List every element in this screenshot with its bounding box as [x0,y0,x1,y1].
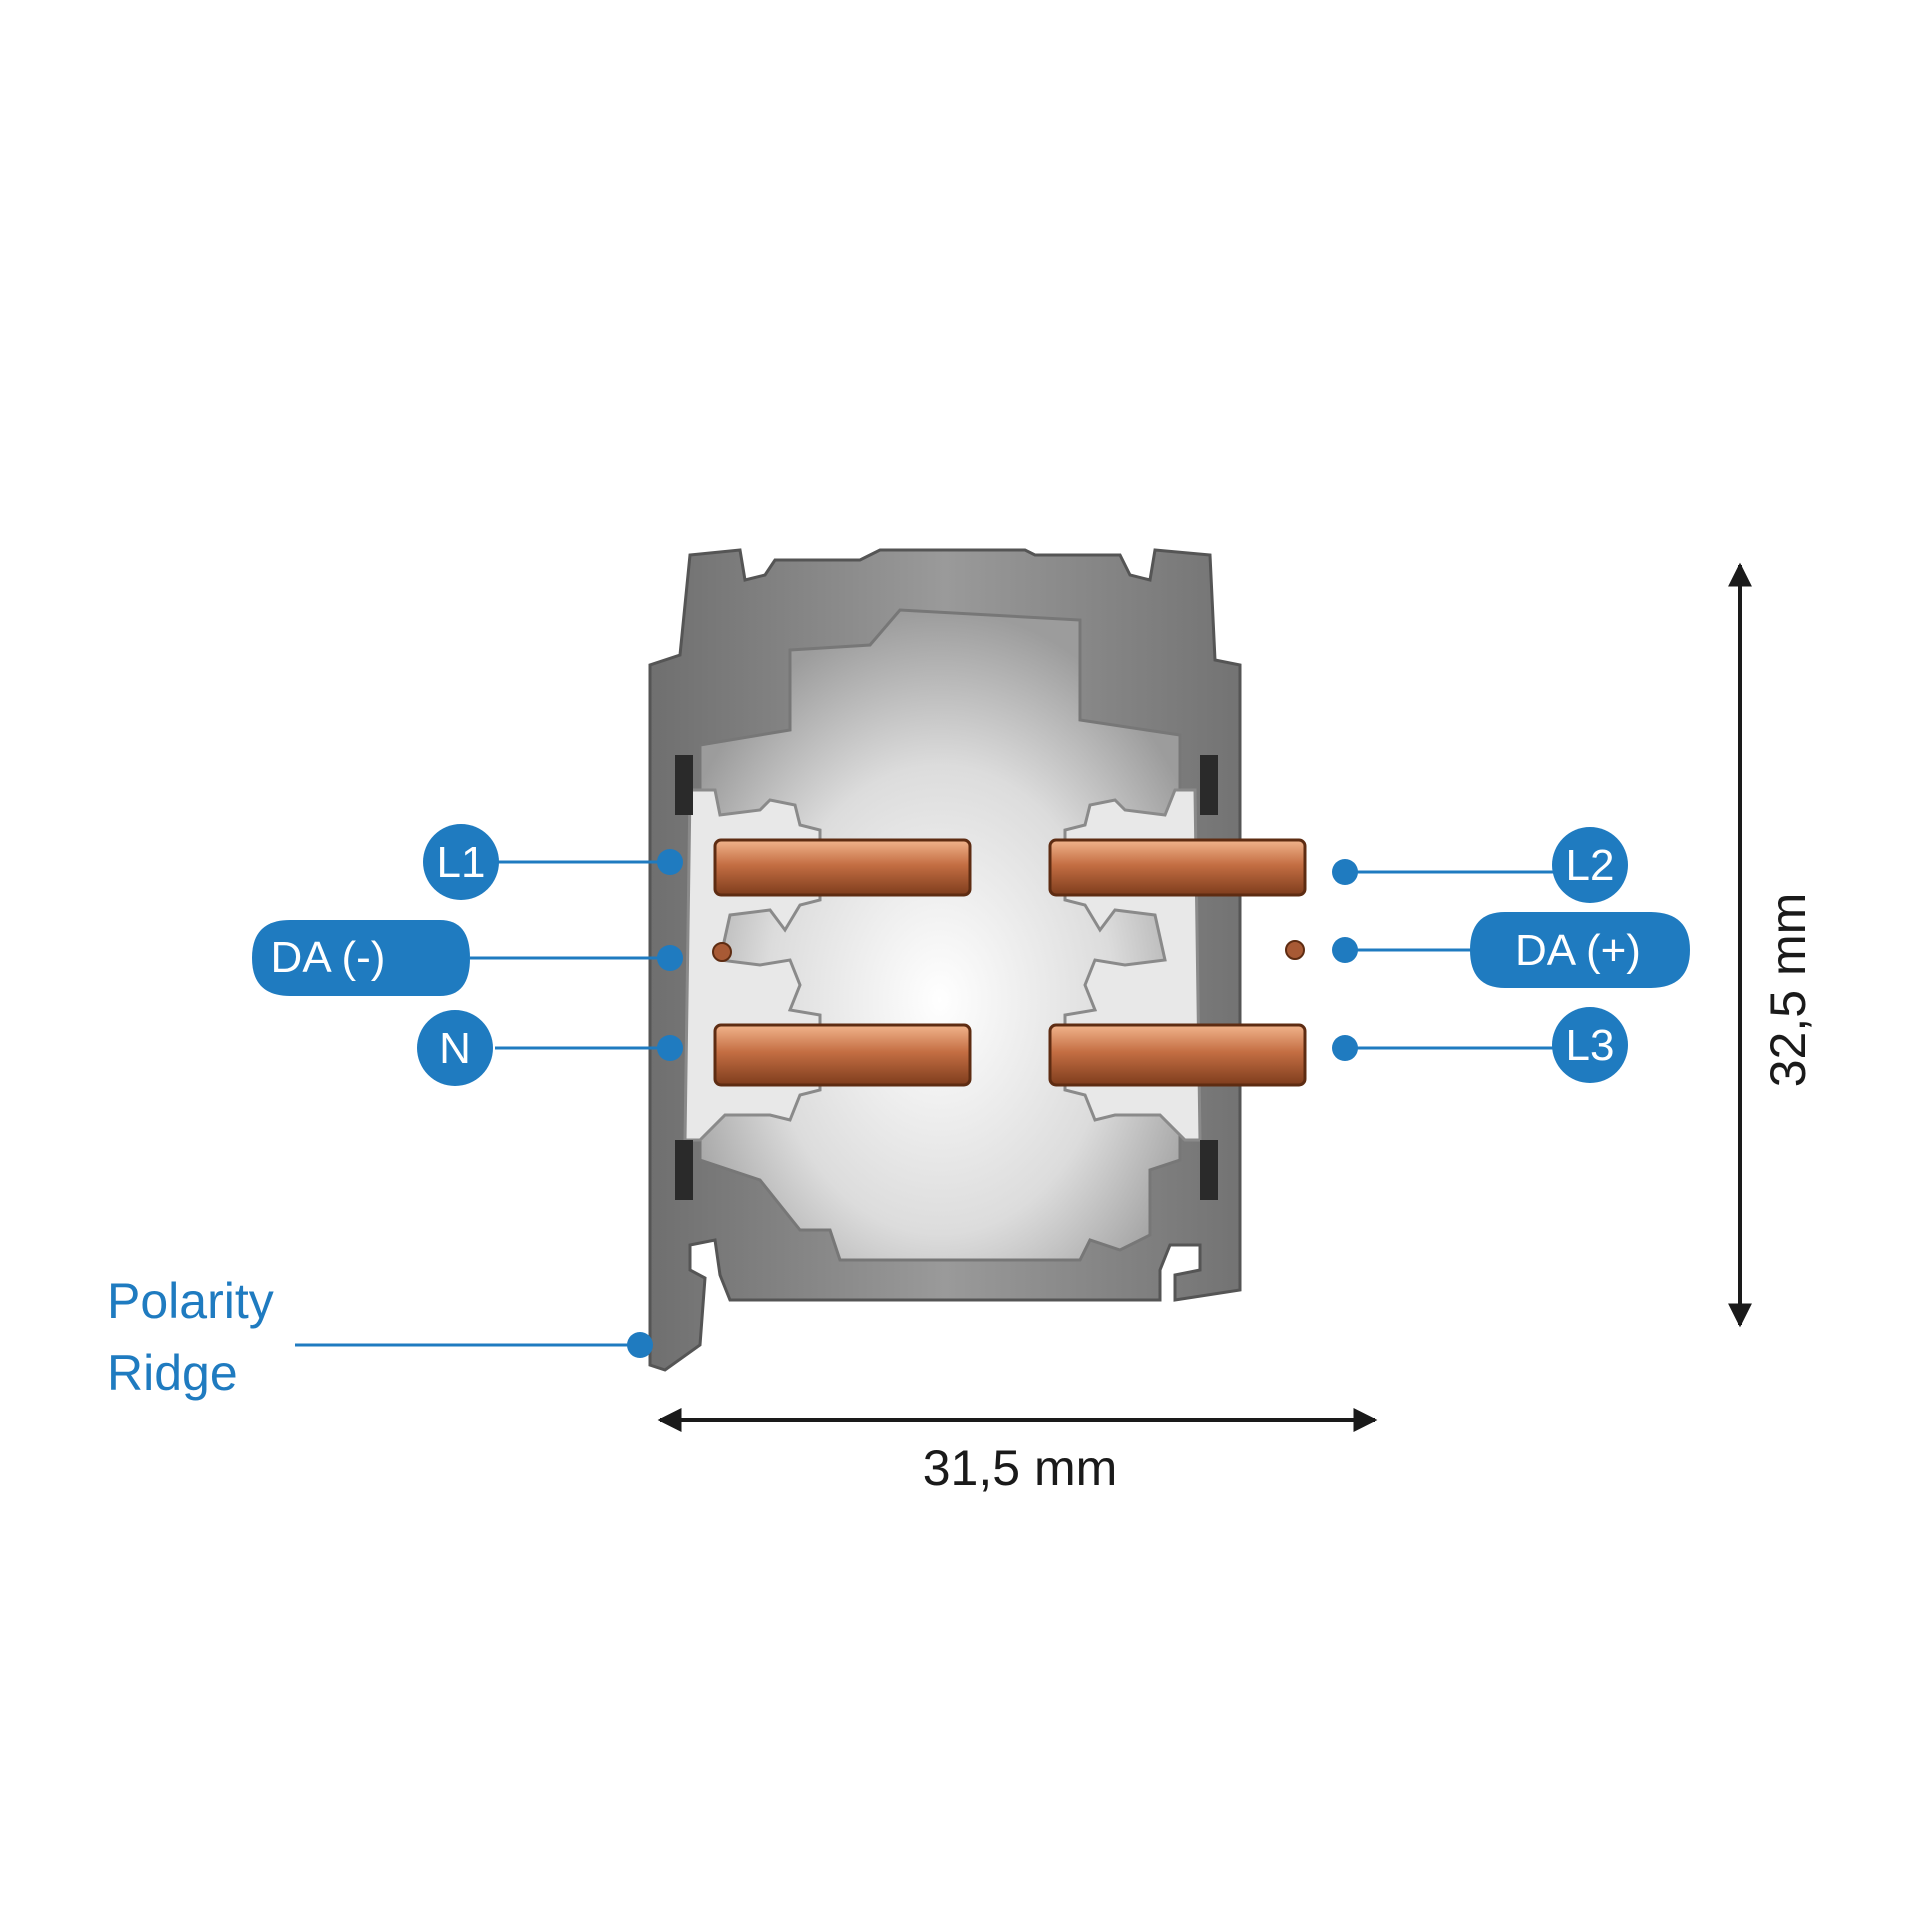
copper-conductor-l3 [1048,1023,1307,1087]
callout-dot-polarity-ridge [627,1332,653,1358]
label-l3: L3 [1566,1021,1615,1070]
callout-dot-da-minus [657,945,683,971]
da-minus-conductor [712,942,732,962]
callout-l1: L1 [423,824,683,900]
track-profile-illustration [648,548,1307,1372]
callout-badge-l2 [1552,827,1628,903]
callout-badge-l1 [423,824,499,900]
copper-conductor-n [713,1023,972,1087]
callout-l3: L3 [1332,1007,1628,1083]
inner-cavity [698,608,1182,1262]
label-da-plus: DA (+) [1515,926,1641,975]
callout-polarity-ridge: Polarity Ridge [107,1273,653,1401]
callout-dot-l1 [657,849,683,875]
label-l2: L2 [1566,841,1615,890]
label-da-minus: DA (-) [271,933,386,982]
dimension-height-label: 32,5 mm [1760,893,1816,1088]
callout-da-plus: DA (+) [1332,912,1690,988]
copper-conductor-l1 [713,838,972,897]
label-n: N [439,1024,471,1073]
callout-dot-n [657,1035,683,1061]
callout-dot-l2 [1332,859,1358,885]
callout-n: N [417,1010,683,1086]
callout-dot-l3 [1332,1035,1358,1061]
dimension-width-label: 31,5 mm [923,1440,1118,1496]
callout-l2: L2 [1332,827,1628,903]
callout-dot-da-plus [1332,937,1358,963]
dimension-height: 32,5 mm [1728,562,1816,1328]
callout-da-minus: DA (-) [252,920,683,996]
callout-pill-da-minus [252,920,470,996]
label-polarity-ridge-line1: Polarity [107,1273,274,1329]
label-l1: L1 [437,838,486,887]
copper-conductor-l2 [1048,838,1307,897]
callout-pill-da-plus [1470,912,1690,988]
callout-badge-l3 [1552,1007,1628,1083]
callout-badge-n [417,1010,493,1086]
dimension-width: 31,5 mm [657,1408,1378,1496]
da-plus-conductor [1285,940,1305,960]
left-lower-slot [675,1140,693,1200]
right-upper-slot [1200,755,1218,815]
right-lower-slot [1200,1140,1218,1200]
label-polarity-ridge-line2: Ridge [107,1345,238,1401]
left-upper-slot [675,755,693,815]
